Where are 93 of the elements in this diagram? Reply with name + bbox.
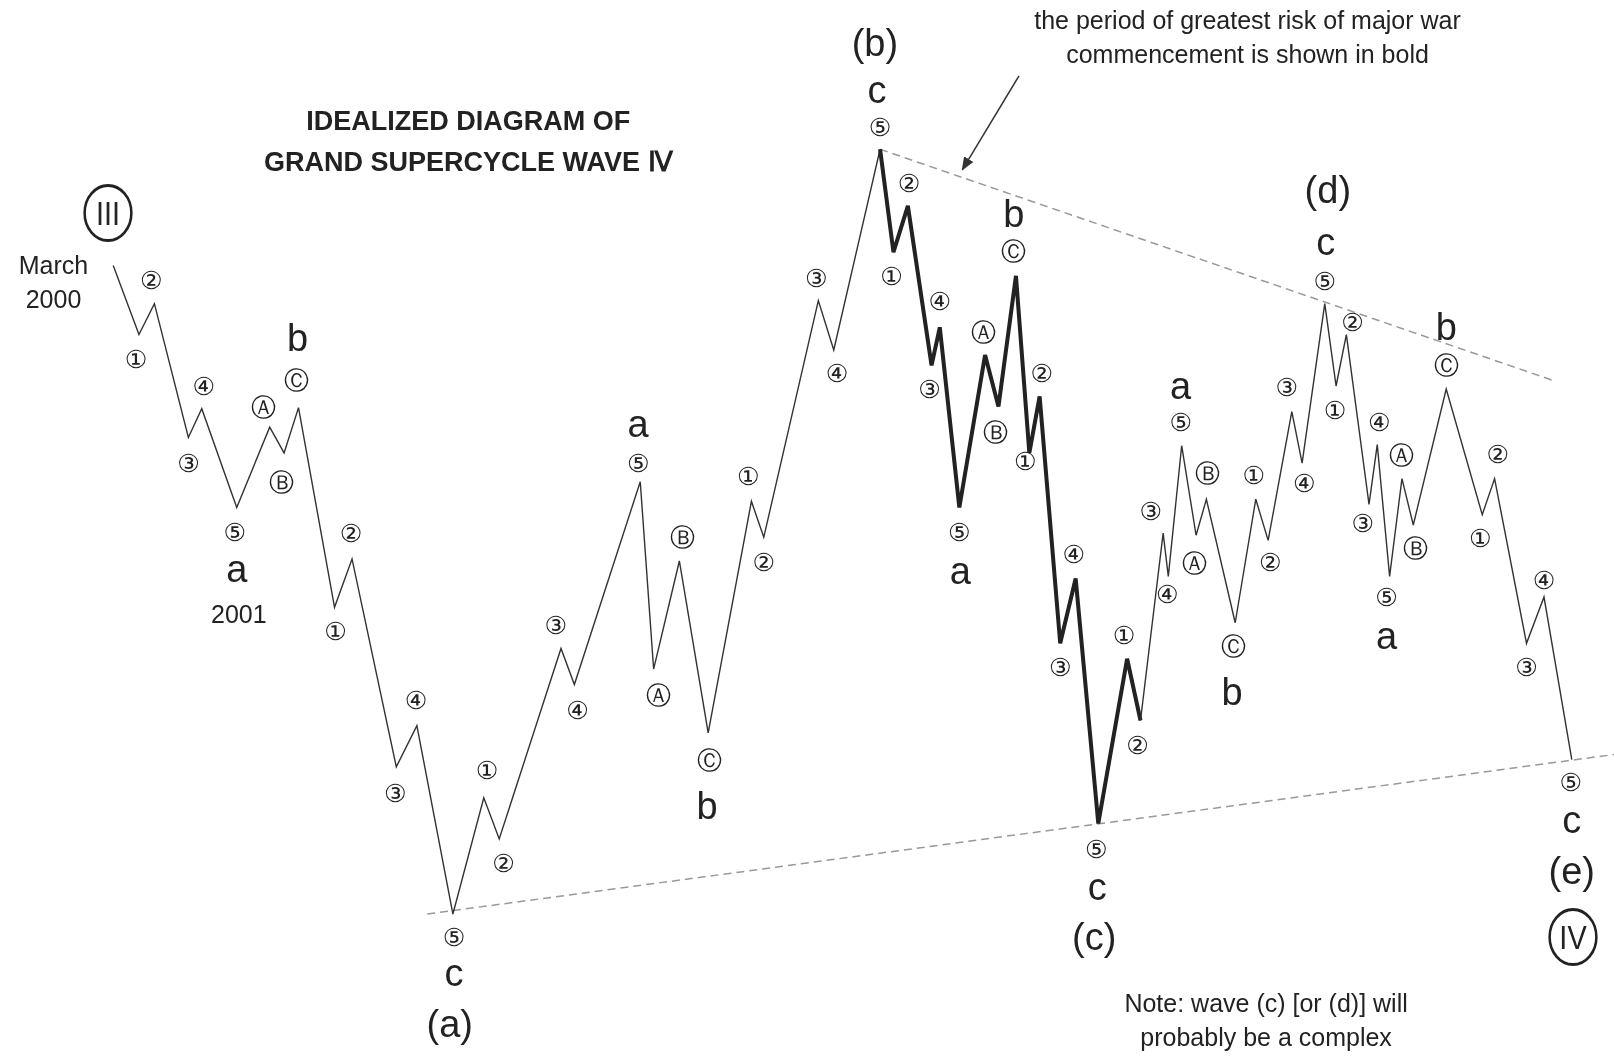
wave-number: ②: [1126, 732, 1149, 758]
annotation-text: Note: wave (c) [or (d)] will probably be a complex: [1123, 988, 1409, 1054]
wave-number: ①: [124, 346, 148, 372]
wave-number: Ⓒ: [1220, 633, 1246, 659]
wave-number: ⑤: [1313, 268, 1336, 294]
wave-letter: (a): [426, 1005, 474, 1044]
wave-number: Ⓑ: [982, 419, 1008, 445]
wave-number: ⑤: [1169, 409, 1192, 435]
annotation-text: March 2000: [17, 250, 90, 316]
wave-number: Ⓑ: [669, 524, 695, 550]
wave-letter: c: [867, 70, 887, 109]
wave-number: ②: [339, 520, 363, 546]
wave-letter: (b): [851, 24, 899, 63]
wave-number: ④: [1532, 567, 1556, 592]
wave-number: ④: [1156, 581, 1179, 607]
wave-number: ③: [918, 376, 941, 402]
wave-number: ①: [880, 263, 903, 289]
wave-number: Ⓐ: [646, 682, 672, 708]
wave-number: ③: [1275, 374, 1298, 400]
wave-number: Ⓐ: [1389, 442, 1415, 468]
wave-degree-label: IV: [1548, 907, 1598, 966]
wave-number: ①: [324, 618, 347, 644]
wave-number: ②: [1259, 549, 1282, 575]
wave-letter: (e): [1548, 851, 1595, 890]
wave-letter: c: [1562, 801, 1582, 840]
wave-number: ②: [1341, 309, 1364, 335]
wave-number: ⑤: [868, 114, 892, 140]
wave-letter: (c): [1072, 917, 1117, 956]
wave-number: Ⓑ: [1194, 461, 1220, 486]
wave-number: ④: [1292, 470, 1316, 496]
wave-number: ⑤: [1559, 769, 1582, 795]
wave-number: ②: [492, 850, 515, 876]
wave-number: ③: [1515, 654, 1538, 680]
wave-number: ③: [384, 780, 407, 806]
wave-number: Ⓒ: [1001, 238, 1027, 264]
wave-number: Ⓐ: [1181, 550, 1207, 576]
wave-number: ③: [1049, 654, 1072, 680]
wave-degree-label: III: [83, 184, 133, 243]
wave-number: ②: [752, 549, 775, 575]
arrow: [961, 75, 1020, 171]
wave-number: ④: [192, 373, 215, 399]
wave-number: Ⓑ: [268, 469, 294, 495]
wave-number: ②: [1030, 360, 1053, 386]
wave-number: ③: [544, 612, 568, 638]
wave-letter: c: [1316, 222, 1336, 261]
wave-number: ⑤: [442, 924, 466, 950]
wave-letter: a: [949, 552, 971, 591]
wave-number: ⑤: [1085, 836, 1108, 862]
wave-number: ④: [404, 687, 428, 713]
wave-number: Ⓒ: [283, 367, 309, 393]
wave-number: ④: [928, 288, 951, 314]
wave-number: ①: [737, 463, 760, 489]
wave-number: ②: [1486, 441, 1509, 467]
wave-number: Ⓐ: [970, 319, 996, 345]
wave-letter: a: [627, 405, 649, 444]
wave-number: Ⓒ: [696, 747, 722, 773]
wave-letter: b: [696, 786, 718, 825]
note-text: the period of greatest risk of major war commencement is shown in bold: [992, 4, 1503, 72]
wave-letter: a: [1375, 617, 1398, 656]
wave-number: ⑤: [1375, 584, 1398, 610]
title: IDEALIZED DIAGRAM OF GRAND SUPERCYCLE WAVE Ⅳ: [263, 104, 674, 178]
annotation-text: 2001: [210, 598, 268, 630]
wave-number: ④: [1368, 409, 1391, 435]
wave-number: ①: [1112, 622, 1136, 648]
wave-number: ①: [1242, 462, 1265, 487]
wave-number: ③: [1139, 498, 1162, 524]
wave-letter: c: [1087, 868, 1107, 907]
wave-number: ①: [1014, 448, 1037, 474]
wave-number: Ⓑ: [1402, 535, 1428, 561]
wave-letter: b: [1435, 308, 1457, 347]
wave-letter: a: [1170, 367, 1192, 405]
wave-number: ⑤: [627, 450, 650, 476]
wave-number: ⑤: [223, 519, 246, 545]
wave-letter: c: [444, 953, 464, 992]
wave-letter: (d): [1304, 171, 1352, 210]
wave-number: Ⓐ: [251, 394, 276, 420]
wave-number: ④: [566, 697, 589, 723]
wave-letter: a: [226, 550, 248, 589]
wave-number: ①: [1323, 397, 1347, 423]
wave-number: ④: [1062, 541, 1085, 567]
wave-number: ②: [140, 267, 163, 293]
wave-letter: b: [286, 318, 309, 357]
wave-number: ②: [897, 170, 921, 196]
wave-number: Ⓒ: [1433, 352, 1459, 378]
wave-number: ③: [1351, 510, 1375, 536]
wave-number: ③: [177, 450, 200, 476]
wave-letter: b: [1003, 195, 1025, 234]
wave-number: ④: [825, 360, 849, 386]
wave-letter: b: [1221, 672, 1243, 711]
wave-number: ⑤: [948, 519, 971, 545]
wave-number: ①: [1468, 525, 1492, 551]
wave-number: ①: [475, 757, 499, 783]
wave-number: ③: [805, 265, 828, 291]
